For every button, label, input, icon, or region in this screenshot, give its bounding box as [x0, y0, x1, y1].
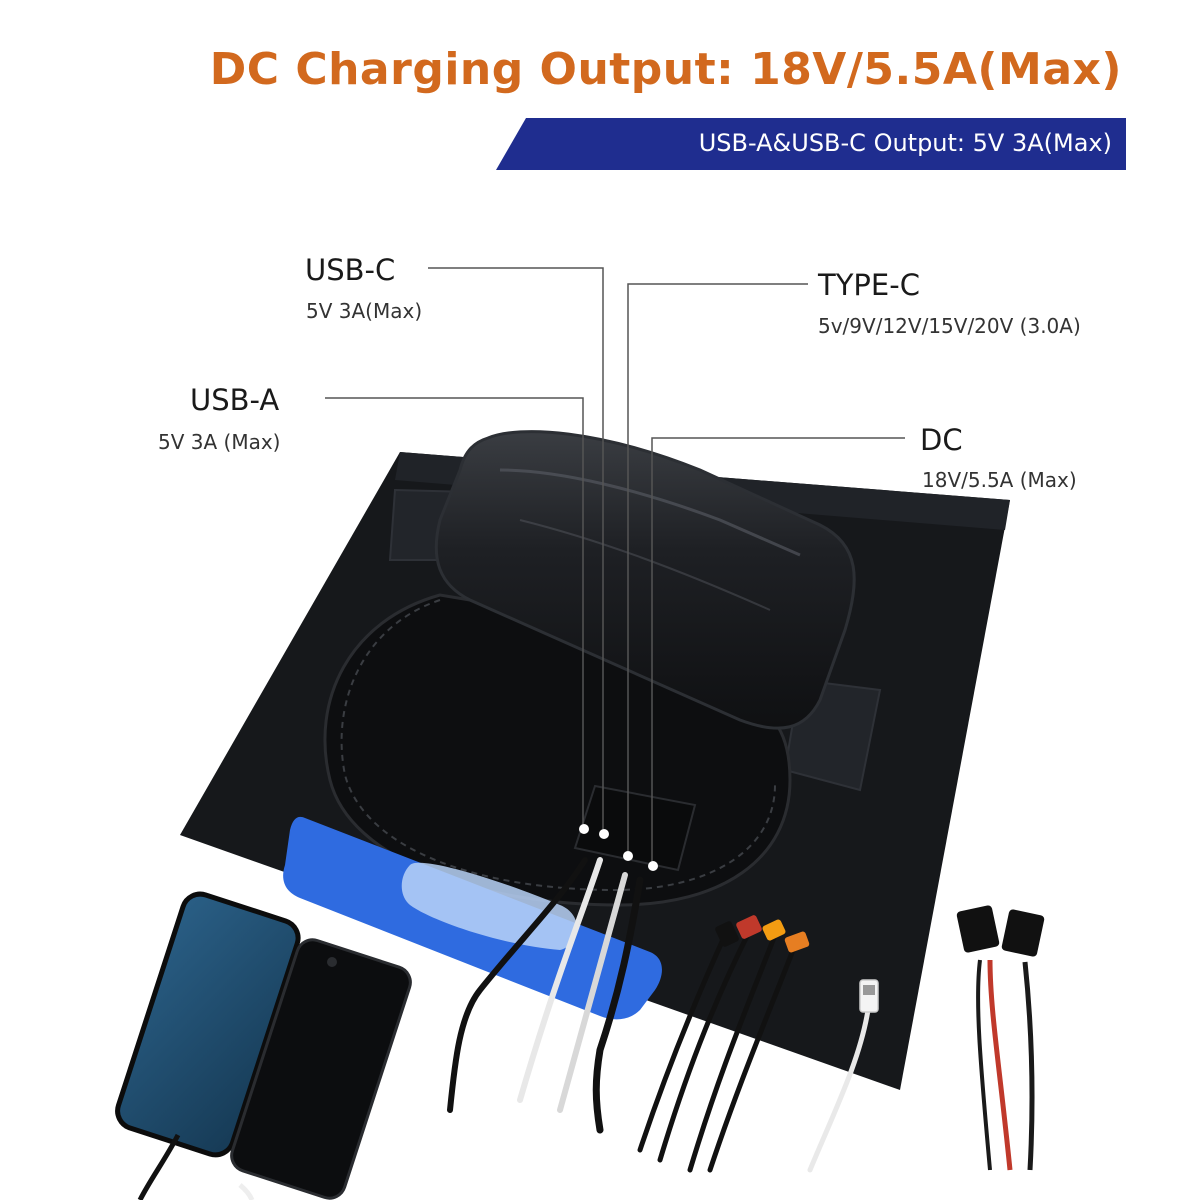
- dc-spec: 18V/5.5A (Max): [922, 468, 1077, 492]
- connectors: [715, 915, 810, 953]
- type-c-label: TYPE-C: [818, 268, 920, 302]
- usb-a-label: USB-A: [190, 383, 280, 417]
- port-indicator-usb-a: [579, 824, 589, 834]
- output-banner: USB-A&USB-C Output: 5V 3A(Max): [496, 118, 1126, 170]
- port-indicator-dc: [648, 861, 658, 871]
- usb-c-label: USB-C: [305, 253, 396, 287]
- phone-black: [230, 938, 412, 1200]
- headline-title: DC Charging Output: 18V/5.5A(Max): [209, 44, 1122, 95]
- white-usb-cable: [807, 979, 879, 1173]
- port-box: [573, 784, 697, 872]
- banner-text: USB-A&USB-C Output: 5V 3A(Max): [698, 129, 1112, 157]
- leader-lines: [325, 267, 905, 861]
- type-c-spec: 5v/9V/12V/15V/20V (3.0A): [818, 314, 1081, 338]
- cables: [447, 857, 798, 1173]
- dc-label: DC: [920, 423, 963, 457]
- port-indicator-type-c: [623, 851, 633, 861]
- storage-pouch: [434, 430, 856, 730]
- port-indicator-usb-c: [599, 829, 609, 839]
- usb-c-spec: 5V 3A(Max): [306, 299, 423, 323]
- usb-a-spec: 5V 3A (Max): [158, 430, 281, 454]
- mc4-connectors: [956, 905, 1045, 1171]
- phone-blue: [115, 891, 301, 1200]
